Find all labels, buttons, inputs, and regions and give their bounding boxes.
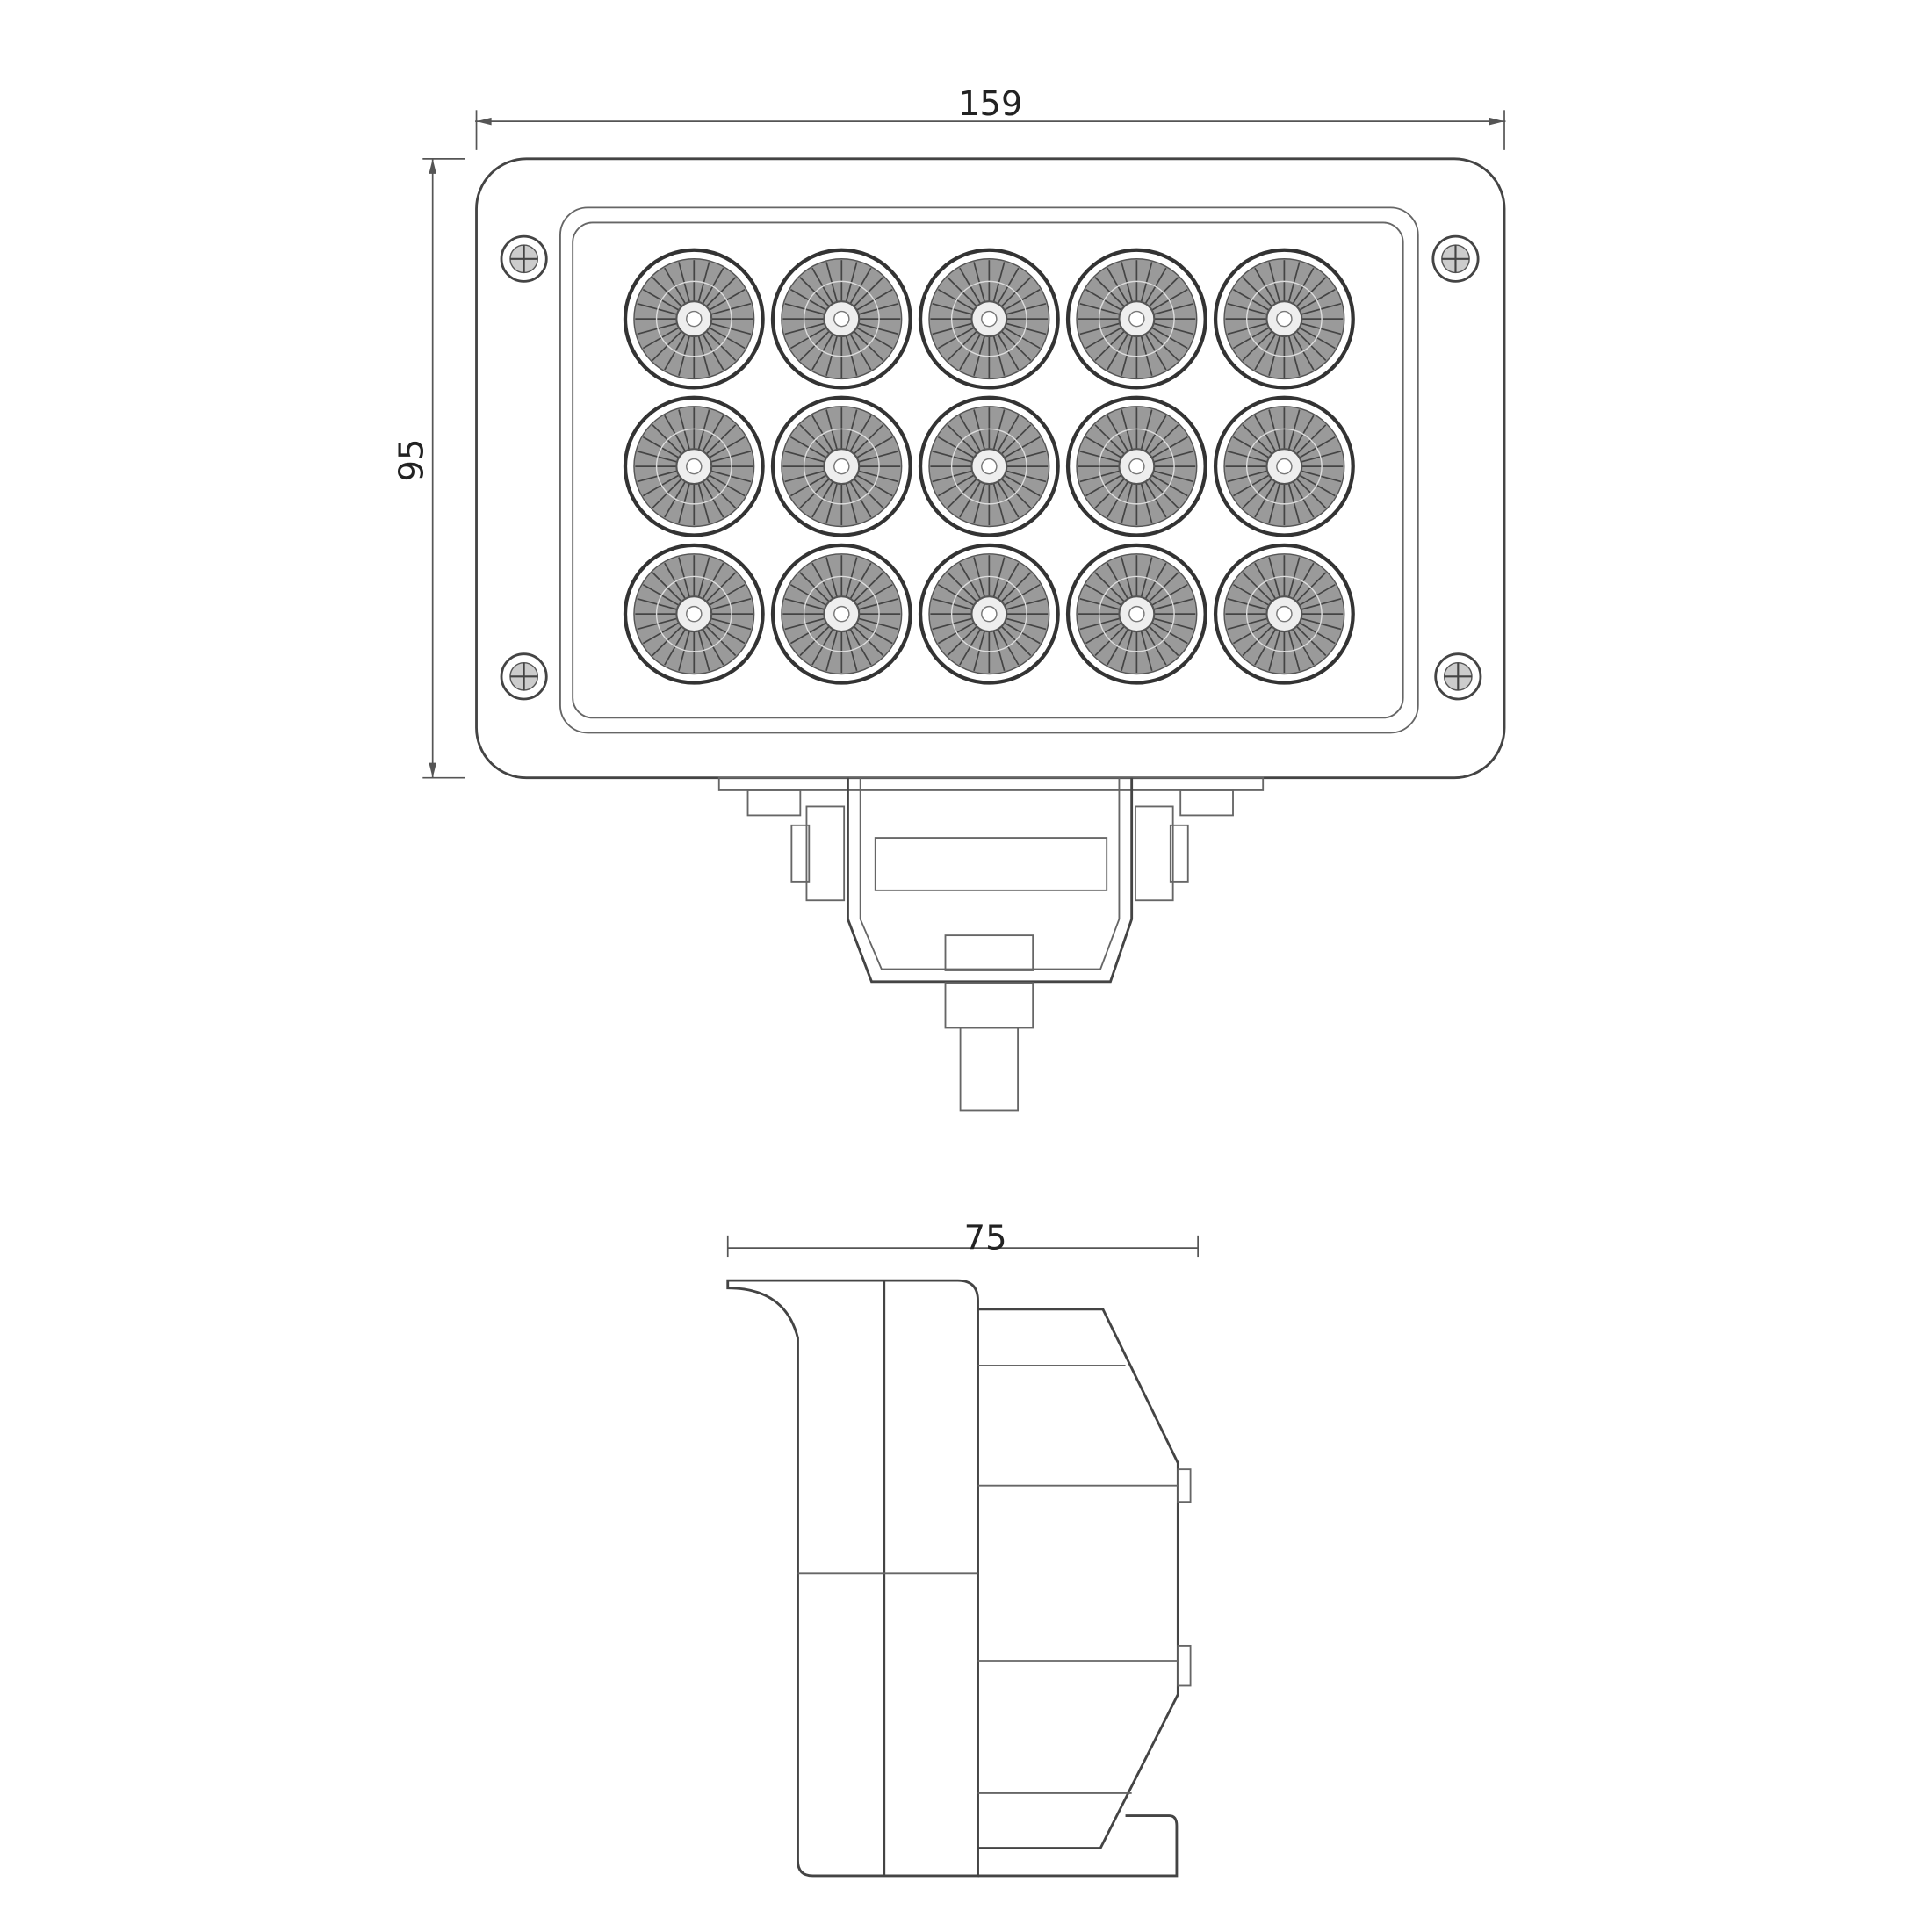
- mount-bracket: [717, 776, 1265, 1112]
- height-dimension: 95: [392, 157, 465, 779]
- led-lens: [770, 395, 912, 537]
- led-array: [623, 248, 1355, 685]
- led-lens: [770, 543, 912, 685]
- height-label: 95: [392, 439, 431, 482]
- depth-label: 75: [964, 1219, 1007, 1258]
- depth-dimension: 75: [726, 1219, 1199, 1258]
- led-lens: [1213, 395, 1355, 537]
- screw-icon: [1431, 234, 1480, 283]
- led-lens: [918, 395, 1060, 537]
- led-lens: [1065, 543, 1208, 685]
- screw-icon: [1434, 652, 1482, 701]
- front-view: [475, 157, 1506, 1112]
- led-lens: [623, 395, 765, 537]
- led-lens: [623, 248, 765, 390]
- screw-icon: [500, 652, 548, 701]
- led-lens: [1065, 395, 1208, 537]
- led-lens: [1065, 248, 1208, 390]
- led-lens: [770, 248, 912, 390]
- screws: [500, 234, 1482, 701]
- led-lens: [1213, 543, 1355, 685]
- side-view: [726, 1279, 1192, 1878]
- led-lens: [918, 543, 1060, 685]
- width-label: 159: [958, 84, 1022, 124]
- led-lens: [1213, 248, 1355, 390]
- screw-icon: [500, 234, 548, 283]
- width-dimension: 159: [475, 84, 1506, 150]
- led-lens: [918, 248, 1060, 390]
- led-lens: [623, 543, 765, 685]
